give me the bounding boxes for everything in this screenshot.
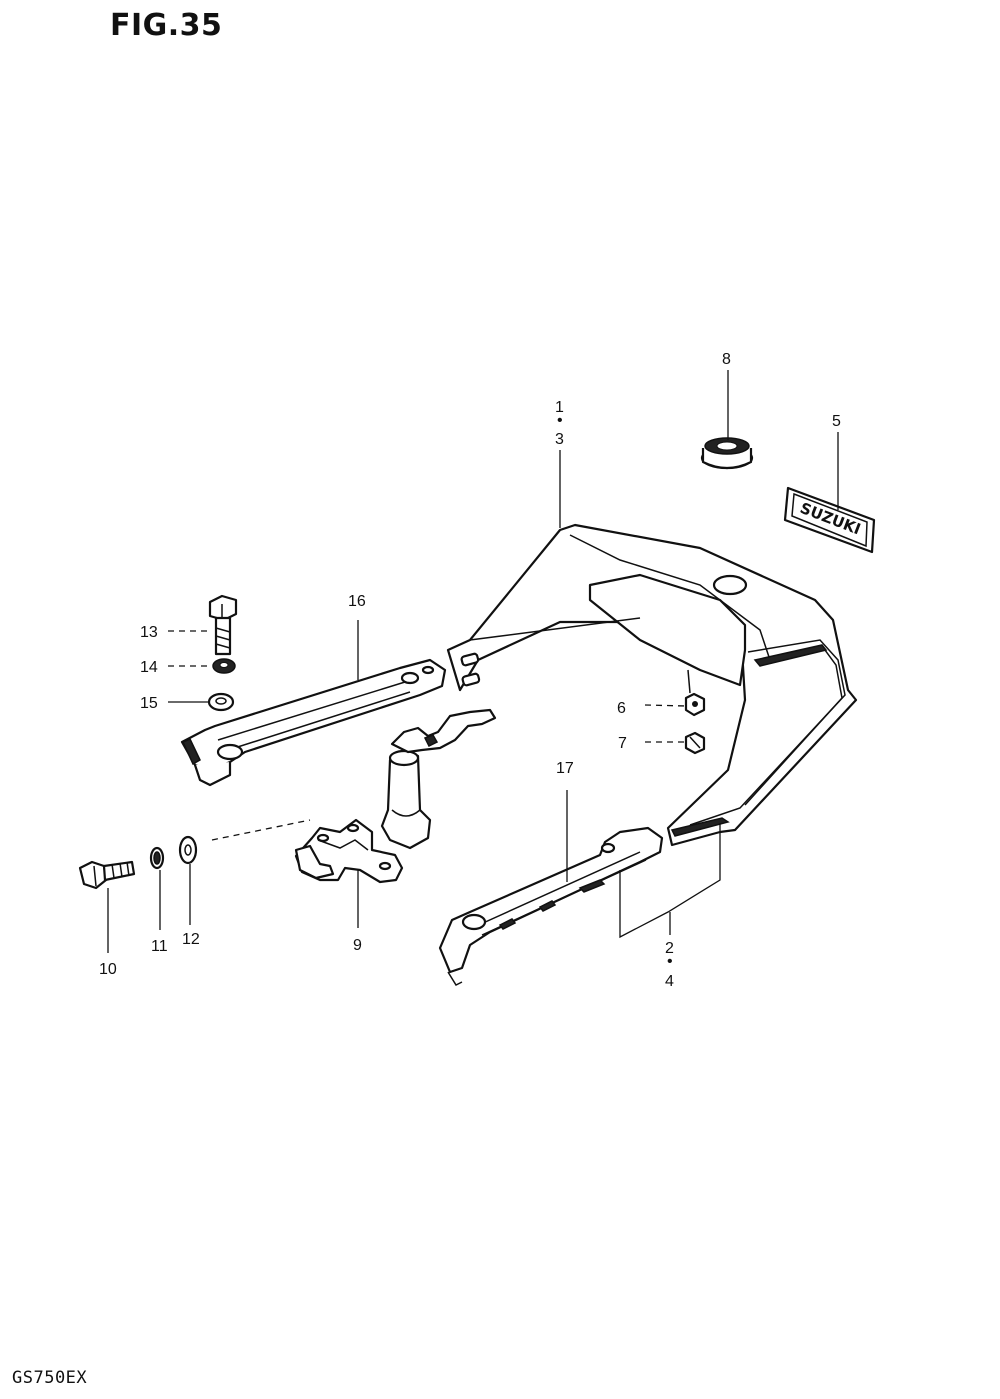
seat-rail-left (180, 658, 447, 787)
callout-dot-2-4: • (667, 953, 673, 970)
bolt-13 (208, 594, 238, 656)
callout-17: 17 (556, 760, 574, 777)
callout-13: 13 (140, 624, 158, 641)
callout-10: 10 (99, 961, 117, 978)
callout-5: 5 (832, 413, 841, 430)
callout-6: 6 (617, 700, 626, 717)
callout-11: 11 (151, 938, 168, 955)
callout-12: 12 (182, 931, 200, 948)
callout-14: 14 (140, 659, 158, 676)
washer-15 (207, 692, 235, 712)
seat-rail-right (438, 826, 664, 986)
bolt-10 (78, 860, 136, 890)
callout-2: 2 (665, 940, 674, 957)
callout-3: 3 (555, 431, 564, 448)
callout-15: 15 (140, 695, 158, 712)
washer-12 (178, 835, 198, 865)
callout-1: 1 (555, 399, 564, 416)
leader-lines (107, 370, 839, 953)
seat-lock (294, 708, 497, 884)
model-code: GS750EX (12, 1368, 88, 1388)
grommet (700, 437, 754, 470)
grab-rail (446, 523, 858, 847)
lock-washer-11 (149, 846, 165, 870)
lock-washer-14 (212, 658, 236, 674)
callout-dot-1-3: • (557, 412, 563, 429)
emblem: SUZUKI (783, 486, 876, 554)
callout-8: 8 (722, 351, 731, 368)
nut-7 (684, 731, 706, 755)
callout-9: 9 (353, 937, 362, 954)
callout-16: 16 (348, 593, 366, 610)
nut-6 (684, 669, 706, 717)
callout-7: 7 (618, 735, 627, 752)
figure-title: FIG.35 (110, 8, 223, 43)
callout-4: 4 (665, 973, 674, 990)
callout-labels: 1 • 3 2 • 4 5 6 7 8 9 10 11 12 13 14 15 … (99, 351, 841, 990)
